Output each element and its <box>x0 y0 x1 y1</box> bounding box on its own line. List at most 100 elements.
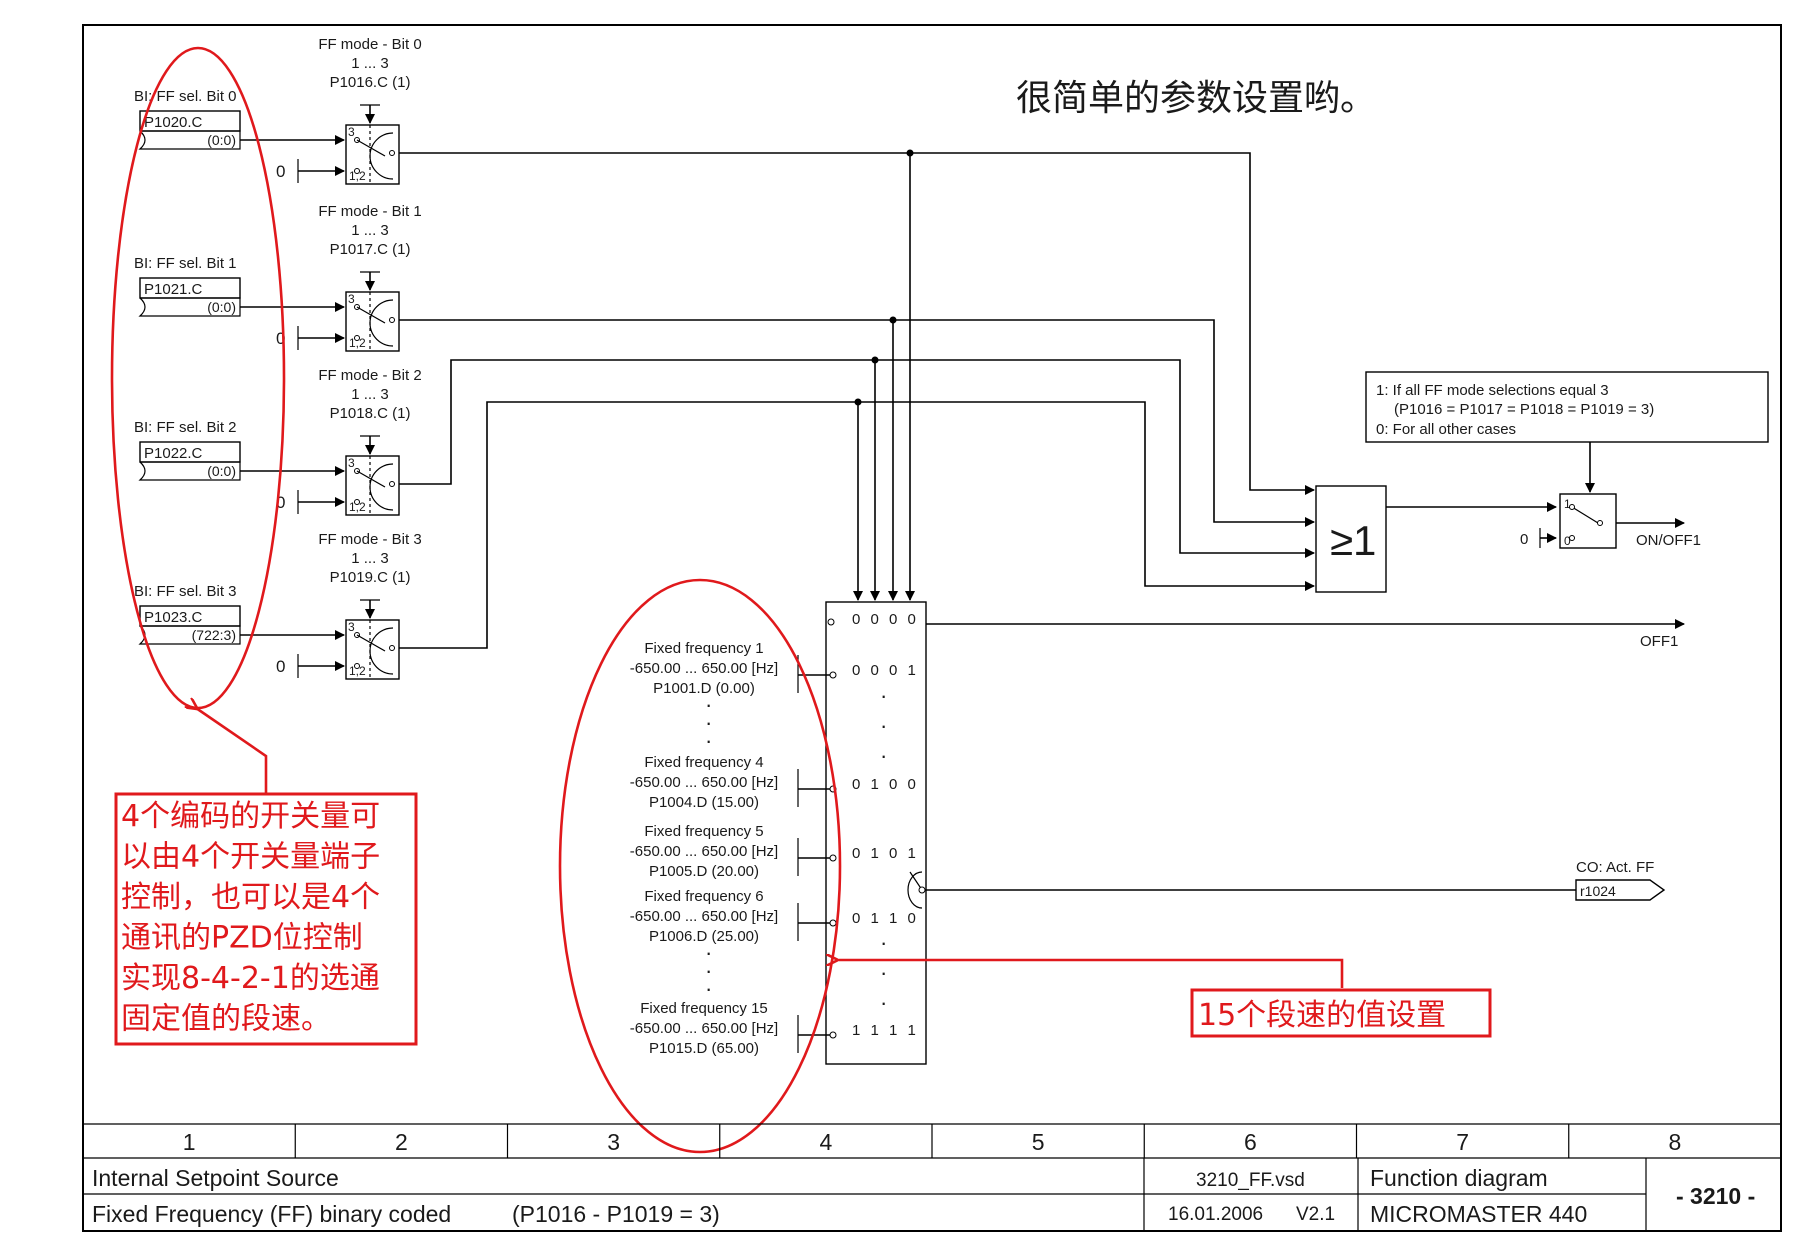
frequency-row: Fixed frequency 15 -650.00 ... 650.00 [Hz… <box>630 1000 916 1057</box>
condition-line-1: 1: If all FF mode selections equal 3 <box>1376 382 1609 399</box>
input-label: BI: FF sel. Bit 1 <box>134 255 237 272</box>
input-default: (0:0) <box>207 299 236 315</box>
frequency-range: -650.00 ... 650.00 [Hz] <box>630 908 778 925</box>
footer-date: 16.01.2006 <box>1168 1204 1263 1225</box>
condition-line-3: 0: For all other cases <box>1376 421 1516 438</box>
frequency-row: Fixed frequency 4 -650.00 ... 650.00 [Hz]… <box>630 754 916 811</box>
annotations: 4个编码的开关量可以由4个开关量端子控制，也可以是4个通讯的PZD位控制实现8-… <box>110 46 1492 1154</box>
annotation-left-line: 以由4个开关量端子 <box>121 840 380 875</box>
frequency-param[interactable]: P1004.D (15.00) <box>649 794 759 811</box>
switch-pos-3: 3 <box>348 292 355 306</box>
frequency-label: Fixed frequency 6 <box>644 888 763 905</box>
selector-code: 0 1 0 1 <box>852 845 919 862</box>
svg-text:·: · <box>705 710 712 735</box>
input-row-0: BI: FF sel. Bit 0 P1020.C(0:0) FF mode - B… <box>134 36 422 185</box>
annotation-left-line: 通讯的PZD位控制 <box>121 921 363 956</box>
input-label: BI: FF sel. Bit 2 <box>134 419 237 436</box>
input-default: (722:3) <box>192 627 236 643</box>
mode-param: P1016.C (1) <box>330 74 411 91</box>
column-number: 7 <box>1456 1129 1469 1155</box>
frequency-param[interactable]: P1001.D (0.00) <box>653 680 755 697</box>
input-connector <box>138 461 241 481</box>
or-gate: ≥1 <box>1315 485 1387 593</box>
zero-label: 0 <box>276 162 285 181</box>
annotation-left-line: 固定值的段速。 <box>121 1002 331 1037</box>
switch-pos-3: 3 <box>348 125 355 139</box>
mode-range: 1 ... 3 <box>351 222 389 239</box>
input-default: (0:0) <box>207 463 236 479</box>
frequency-row: Fixed frequency 5 -650.00 ... 650.00 [Hz]… <box>630 823 919 880</box>
mode-param: P1018.C (1) <box>330 405 411 422</box>
co-param: r1024 <box>1580 883 1616 899</box>
svg-text:·: · <box>705 958 712 983</box>
frequency-range: -650.00 ... 650.00 [Hz] <box>630 774 778 791</box>
mode-param: P1017.C (1) <box>330 241 411 258</box>
input-param: P1020.C <box>144 114 203 131</box>
svg-text:·: · <box>705 940 712 965</box>
frequency-range: -650.00 ... 650.00 [Hz] <box>630 843 778 860</box>
frequencies-highlight-ellipse <box>558 578 842 1154</box>
column-number: 5 <box>1032 1129 1045 1155</box>
frequency-param[interactable]: P1006.D (25.00) <box>649 928 759 945</box>
condition-box: 1: If all FF mode selections equal 3 (P1… <box>1365 371 1769 493</box>
or-gate-label: ≥1 <box>1330 517 1376 564</box>
frequency-row: Fixed frequency 6 -650.00 ... 650.00 [Hz]… <box>630 888 919 945</box>
onoff-zero-label: 0 <box>1520 531 1528 548</box>
mode-label: FF mode - Bit 3 <box>318 531 421 548</box>
frequency-label: Fixed frequency 5 <box>644 823 763 840</box>
svg-text:·: · <box>880 683 887 708</box>
selector-code: 0 1 1 0 <box>852 910 919 927</box>
footer-doc-type: Function diagram <box>1370 1165 1548 1191</box>
column-number: 6 <box>1244 1129 1257 1155</box>
condition-line-2: (P1016 = P1017 = P1018 = P1019 = 3) <box>1394 401 1654 418</box>
svg-text:·: · <box>880 743 887 768</box>
svg-text:·: · <box>705 692 712 717</box>
svg-text:·: · <box>705 976 712 1001</box>
selector-code: 0 0 0 1 <box>852 662 919 679</box>
off1-label: OFF1 <box>1640 633 1678 650</box>
annotation-right-box <box>1190 988 1492 1038</box>
frequency-param[interactable]: P1015.D (65.00) <box>649 1040 759 1057</box>
mode-range: 1 ... 3 <box>351 550 389 567</box>
sw-one-label: 1 <box>1564 497 1571 511</box>
sw-zero-label: 0 <box>1564 534 1571 548</box>
mode-range: 1 ... 3 <box>351 55 389 72</box>
co-label: CO: Act. FF <box>1576 859 1654 876</box>
footer-title: Internal Setpoint Source <box>92 1165 339 1191</box>
svg-text:·: · <box>705 728 712 753</box>
footer-params: (P1016 - P1019 = 3) <box>512 1201 720 1227</box>
onoff-switch: 1 0 0 ON/OFF1 <box>1386 493 1701 549</box>
frequency-label: Fixed frequency 4 <box>644 754 763 771</box>
svg-text:·: · <box>880 960 887 985</box>
column-number: 1 <box>183 1129 196 1155</box>
svg-text:·: · <box>880 713 887 738</box>
column-number: 4 <box>819 1129 832 1155</box>
zero-label: 0 <box>276 493 285 512</box>
annotation-right-text: 15个段速的值设置 <box>1198 998 1446 1033</box>
mode-range: 1 ... 3 <box>351 386 389 403</box>
column-number: 3 <box>607 1129 620 1155</box>
signal-wires <box>399 149 1315 649</box>
switch-pos-12: 1,2 <box>349 336 366 350</box>
switch-pos-12: 1,2 <box>349 664 366 678</box>
input-default: (0:0) <box>207 132 236 148</box>
input-connector <box>138 297 241 317</box>
mode-label: FF mode - Bit 0 <box>318 36 421 53</box>
ff-selector: 0 0 0 0 OFF1 Fixed frequency 1-650.00 ..… <box>630 601 1685 1065</box>
frequency-range: -650.00 ... 650.00 [Hz] <box>630 660 778 677</box>
frequency-label: Fixed frequency 15 <box>640 1000 768 1017</box>
frequency-range: -650.00 ... 650.00 [Hz] <box>630 1020 778 1037</box>
switch-pos-12: 1,2 <box>349 169 366 183</box>
footer-file: 3210_FF.vsd <box>1196 1170 1305 1191</box>
diagram-frame <box>82 24 1782 1232</box>
input-label: BI: FF sel. Bit 0 <box>134 88 237 105</box>
footer-sheet-number: - 3210 - <box>1676 1183 1755 1209</box>
mode-label: FF mode - Bit 2 <box>318 367 421 384</box>
footer-subtitle: Fixed Frequency (FF) binary coded <box>92 1201 451 1227</box>
switch-pos-3: 3 <box>348 456 355 470</box>
frequency-param[interactable]: P1005.D (20.00) <box>649 863 759 880</box>
